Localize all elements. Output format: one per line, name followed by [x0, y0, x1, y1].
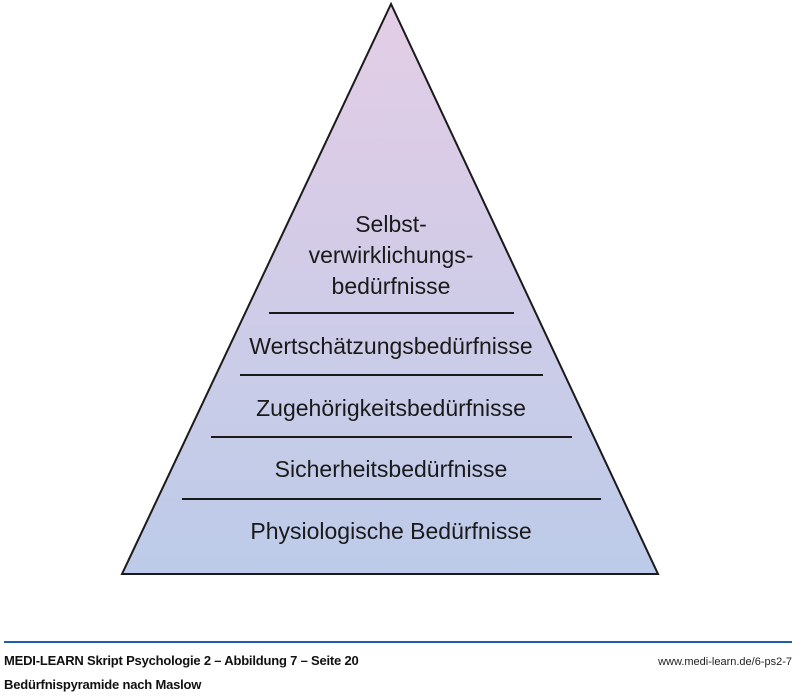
footer-url[interactable]: www.medi-learn.de/6-ps2-7 [658, 656, 792, 668]
level-esteem: Wertschätzungsbedürfnisse [249, 333, 532, 359]
level-label-line: Selbst- [355, 211, 427, 237]
footer-caption: Bedürfnispyramide nach Maslow [4, 677, 202, 692]
level-label-line: verwirklichungs- [309, 242, 474, 268]
pyramid-body [120, 1, 660, 575]
level-safety: Sicherheitsbedürfnisse [275, 456, 508, 482]
footer-rule [4, 641, 792, 643]
footer-source: MEDI-LEARN Skript Psychologie 2 – Abbild… [4, 653, 359, 668]
level-belonging: Zugehörigkeitsbedürfnisse [256, 395, 526, 421]
level-label-line: bedürfnisse [332, 273, 451, 299]
maslow-pyramid: Selbst- verwirklichungs- bedürfnisse Wer… [120, 1, 660, 575]
level-physiological: Physiologische Bedürfnisse [250, 518, 531, 544]
level-self-actualization: Selbst- verwirklichungs- bedürfnisse [309, 211, 474, 299]
